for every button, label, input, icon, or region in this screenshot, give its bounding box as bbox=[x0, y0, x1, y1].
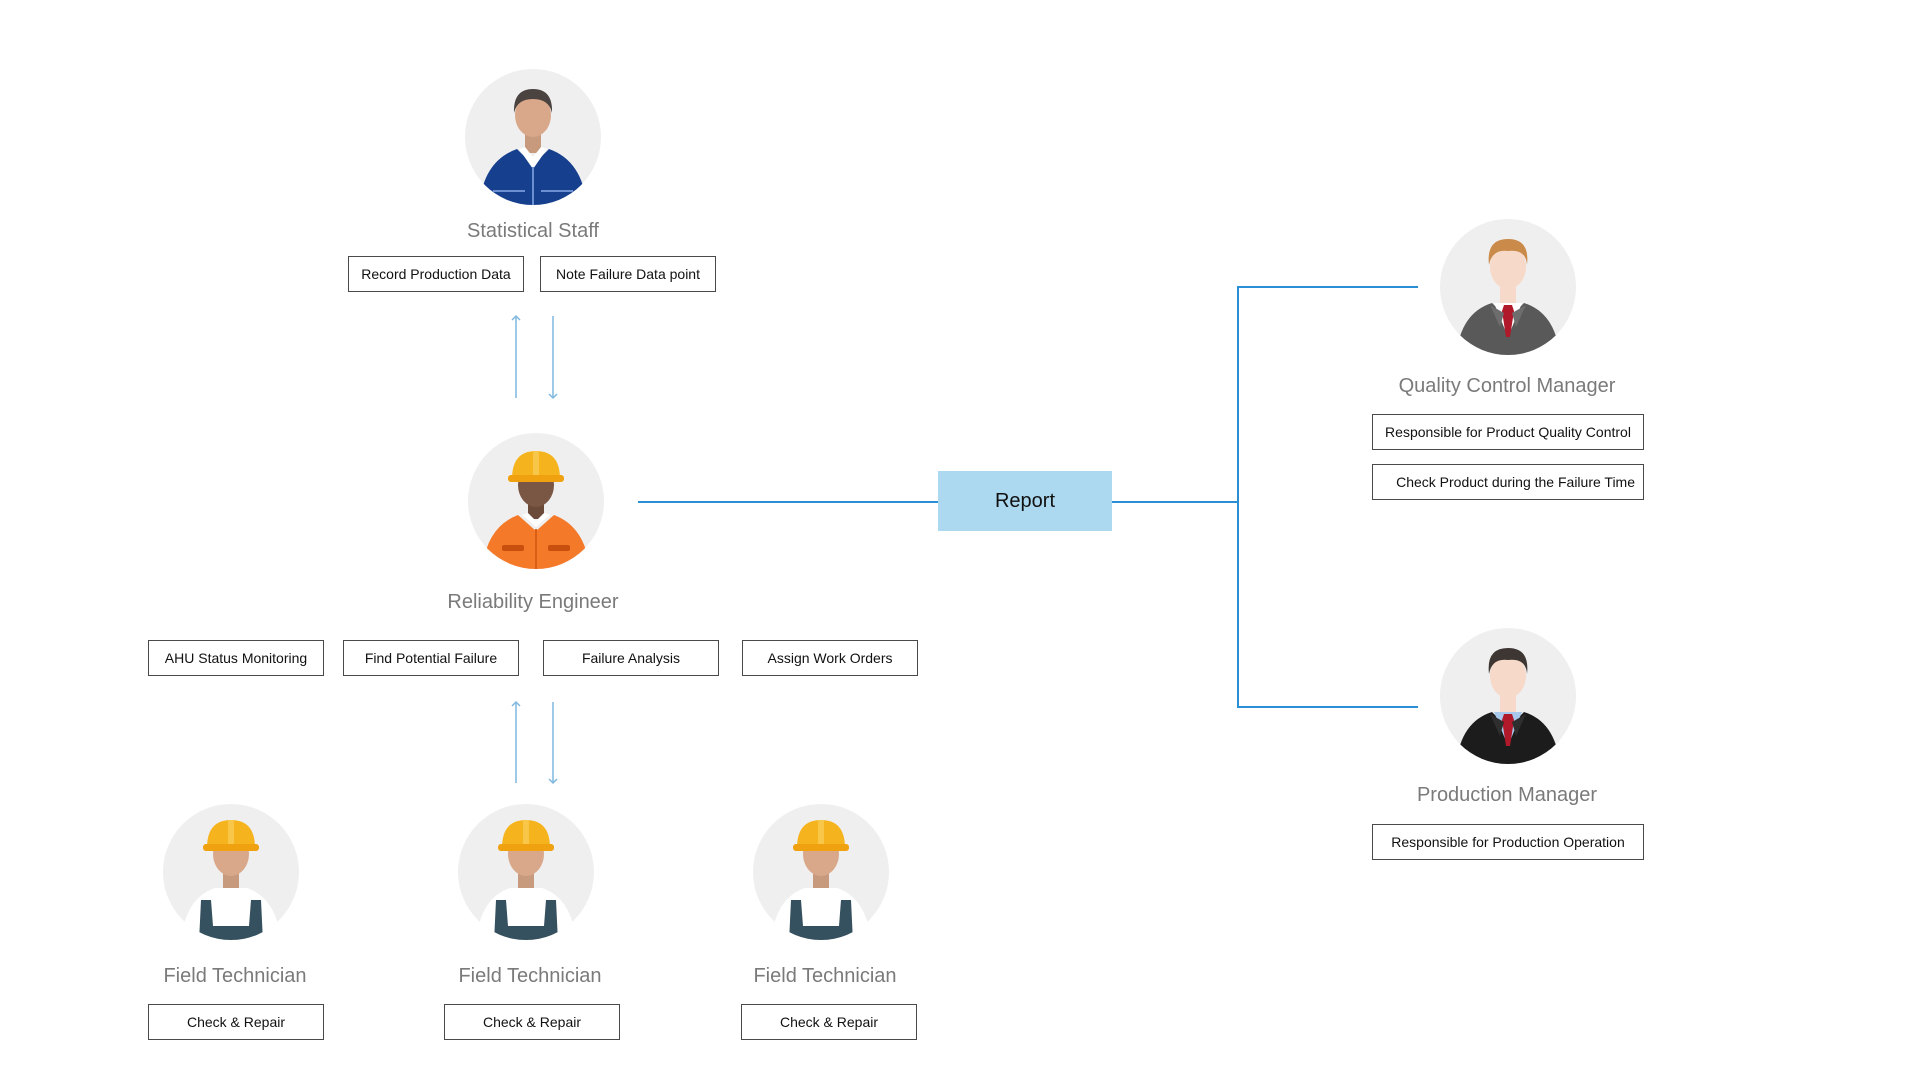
task-find-potential-failure: Find Potential Failure bbox=[343, 640, 519, 676]
task-ahu-status-monitoring: AHU Status Monitoring bbox=[148, 640, 324, 676]
statistical-staff-title: Statistical Staff bbox=[467, 220, 599, 242]
task-check-and-repair-2: Check & Repair bbox=[444, 1004, 620, 1040]
reliability-engineer-avatar-icon bbox=[468, 433, 604, 569]
quality-control-manager-title: Quality Control Manager bbox=[1398, 375, 1616, 397]
production-manager-avatar-icon bbox=[1440, 628, 1576, 764]
field-technician-3-title: Field Technician bbox=[753, 965, 897, 987]
task-check-and-repair-3: Check & Repair bbox=[741, 1004, 917, 1040]
task-check-product-failure-time: Check Product during the Failure Time bbox=[1372, 464, 1644, 500]
quality-control-manager-avatar-icon bbox=[1440, 219, 1576, 355]
field-technician-avatar-icon bbox=[163, 804, 299, 940]
report-box: Report bbox=[938, 471, 1112, 531]
task-note-failure-data-point: Note Failure Data point bbox=[540, 256, 716, 292]
statistical-staff-avatar-icon bbox=[465, 69, 601, 205]
reliability-engineer-title: Reliability Engineer bbox=[447, 591, 619, 613]
production-manager-title: Production Manager bbox=[1416, 784, 1598, 806]
task-assign-work-orders: Assign Work Orders bbox=[742, 640, 918, 676]
task-check-and-repair-1: Check & Repair bbox=[148, 1004, 324, 1040]
field-technician-2-title: Field Technician bbox=[458, 965, 602, 987]
field-technician-1-title: Field Technician bbox=[163, 965, 307, 987]
task-product-quality-control: Responsible for Product Quality Control bbox=[1372, 414, 1644, 450]
task-production-operation: Responsible for Production Operation bbox=[1372, 824, 1644, 860]
field-technician-avatar-icon bbox=[753, 804, 889, 940]
task-record-production-data: Record Production Data bbox=[348, 256, 524, 292]
task-failure-analysis: Failure Analysis bbox=[543, 640, 719, 676]
field-technician-avatar-icon bbox=[458, 804, 594, 940]
